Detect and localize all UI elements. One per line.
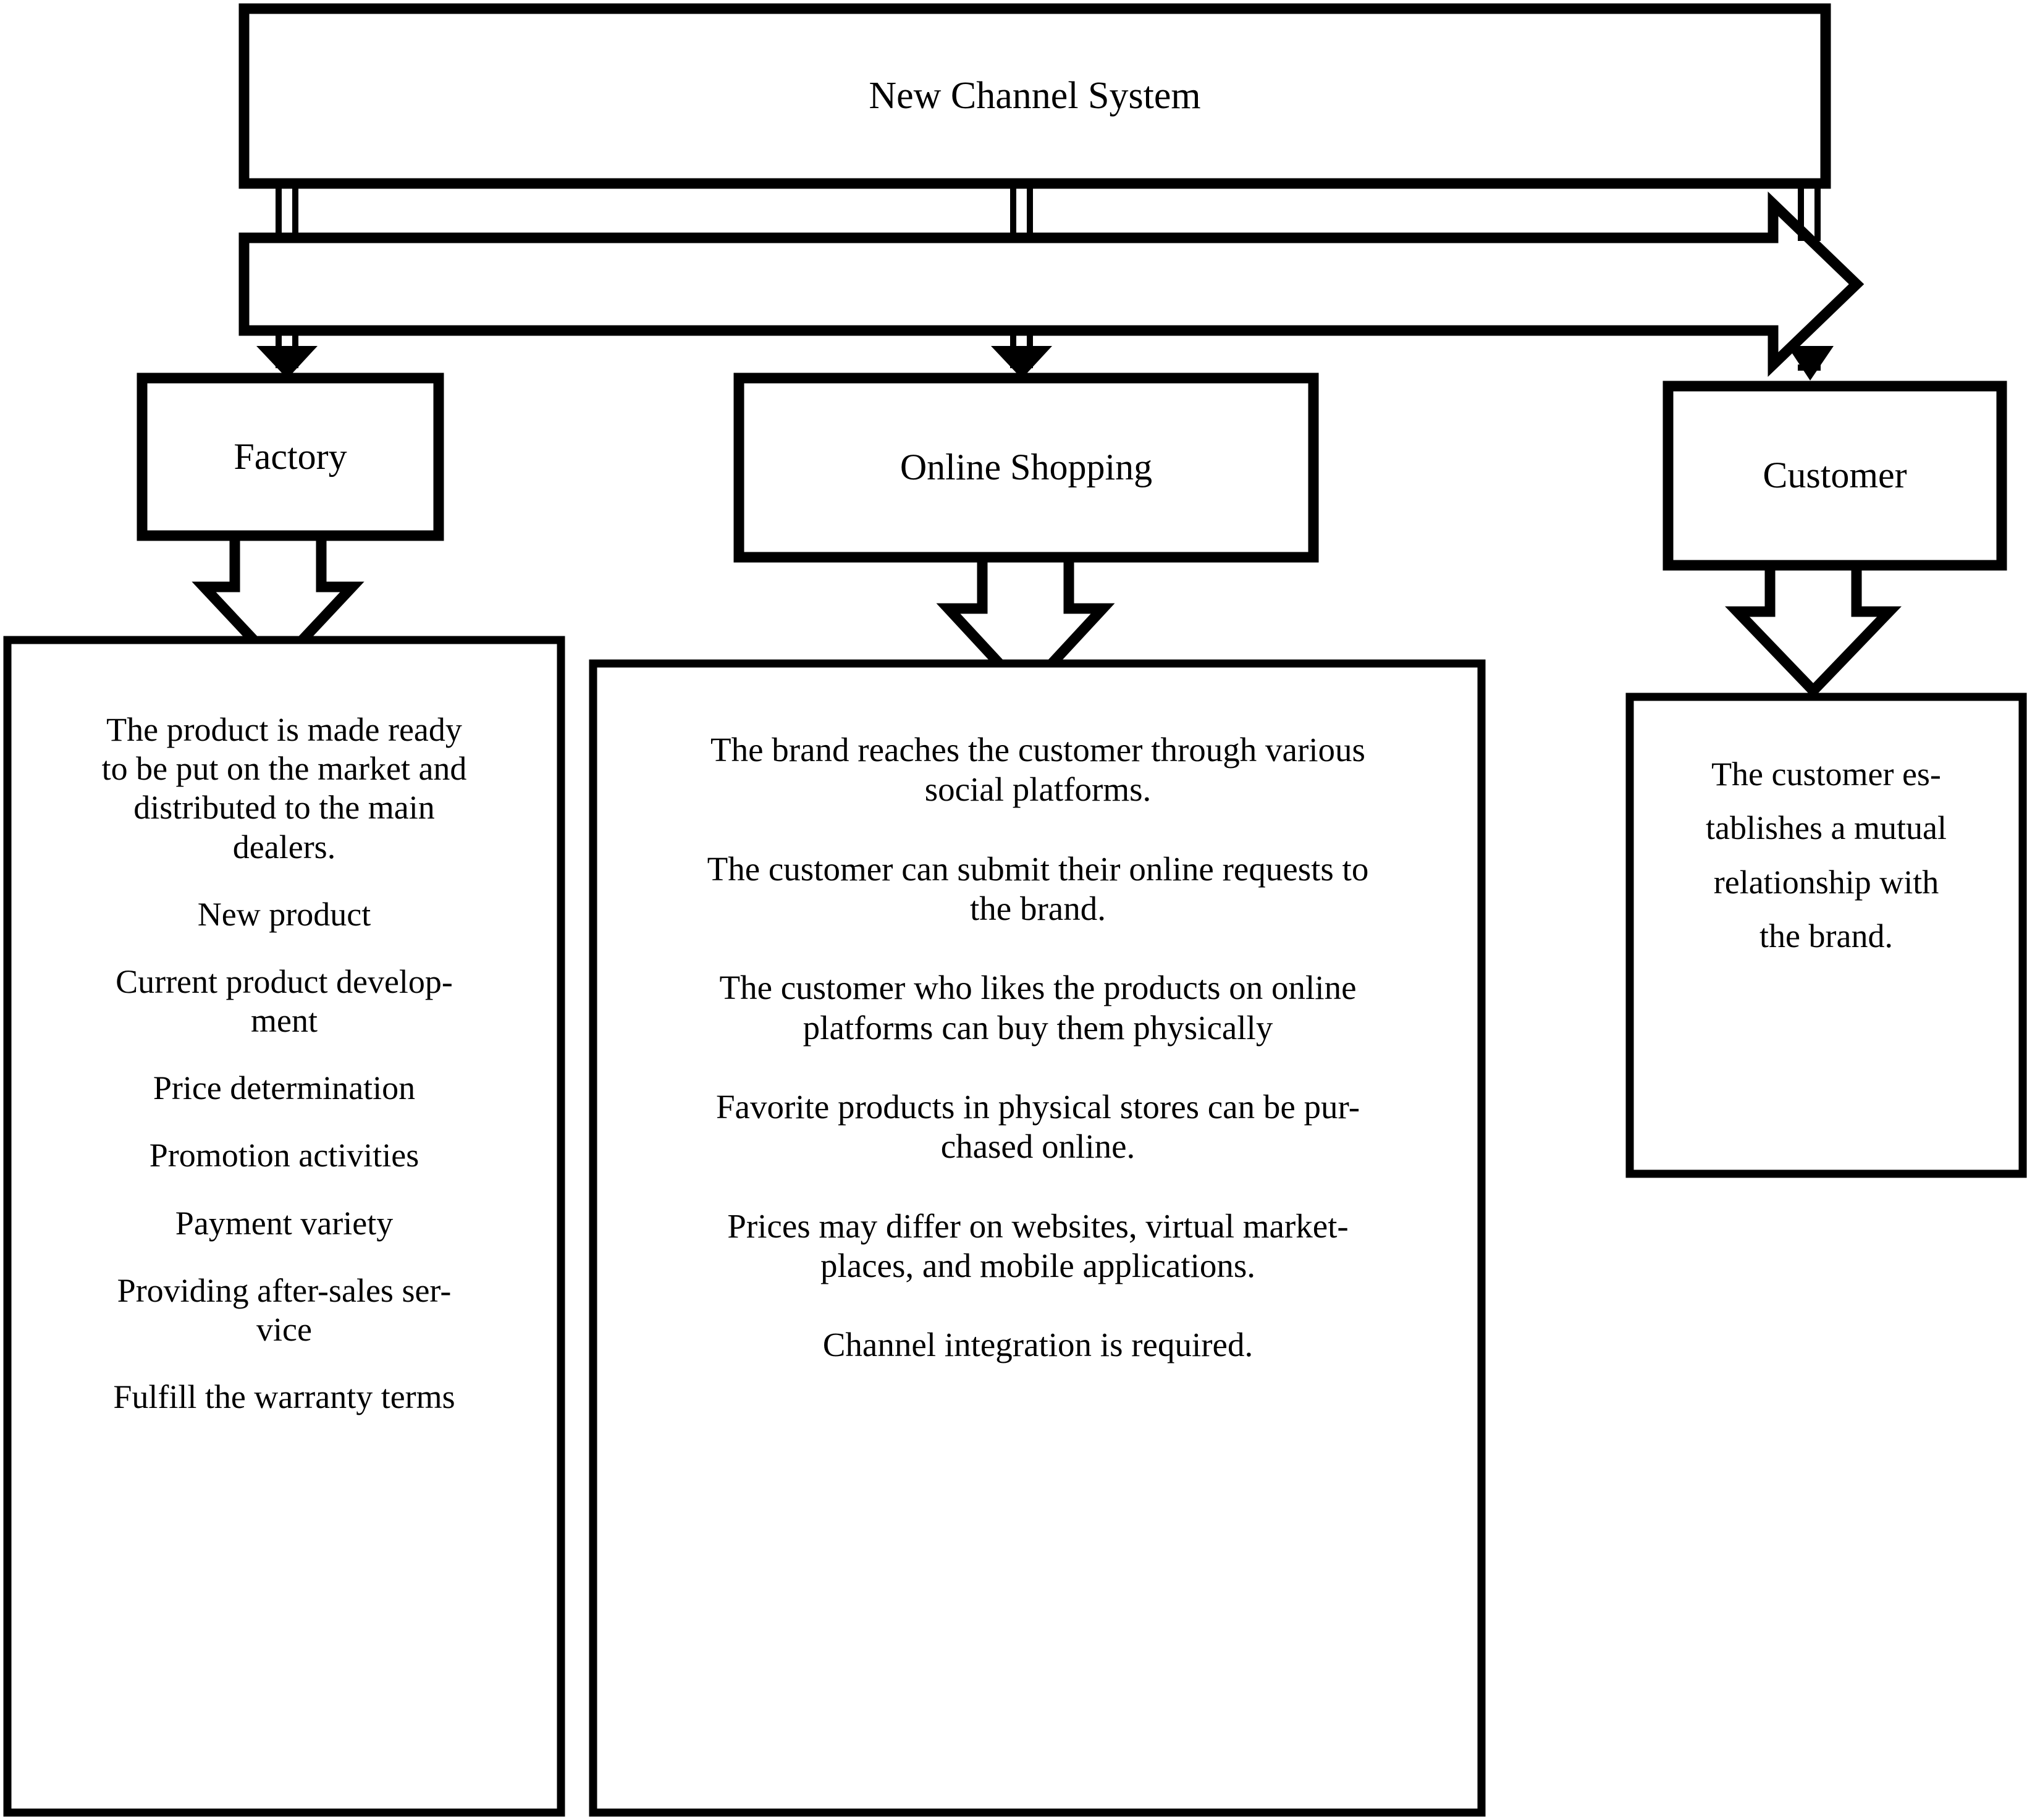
arrow-bar-to-online-shopping [991, 331, 1052, 379]
broad-horizontal-arrow-shape [238, 192, 1865, 377]
list-item: Payment variety [175, 1204, 394, 1242]
list-item: Fulfill the warranty terms [113, 1378, 455, 1416]
arrow-bar-to-customer [1787, 346, 1834, 381]
detail-list-online-shopping: The brand reaches the customer through v… [609, 730, 1467, 1405]
list-item: Price determination [153, 1069, 416, 1107]
list-item: The customer who likes the products on o… [719, 969, 1357, 1047]
hollow-arrow-online-to-details [936, 552, 1115, 700]
connector-title-to-bar-customer [1798, 183, 1821, 241]
list-item: The product is made ready to be put on t… [101, 711, 467, 866]
list-item: Providing after-sales ser- vice [117, 1271, 452, 1348]
hollow-arrow-customer-to-details [1725, 560, 1902, 699]
connector-title-to-bar-factory [276, 183, 298, 241]
arrow-bar-to-factory [256, 331, 318, 379]
list-item: Current product develop- ment [116, 963, 453, 1040]
detail-list-factory: The product is made ready to be put on t… [19, 710, 550, 1417]
list-item: Promotion activities [149, 1137, 419, 1174]
list-item: The brand reaches the customer through v… [710, 731, 1365, 809]
detail-list-customer: The customer es- tablishes a mutual rela… [1643, 748, 2009, 964]
hollow-arrow-factory-to-details [192, 530, 365, 674]
tier-label-online-shopping: Online Shopping [900, 447, 1153, 488]
tier-label-customer: Customer [1763, 455, 1907, 496]
connector-title-to-bar-online [1010, 183, 1033, 241]
list-item: The customer es- tablishes a mutual rela… [1706, 756, 1947, 955]
list-item: Prices may differ on websites, virtual m… [727, 1207, 1349, 1285]
tier-label-factory: Factory [234, 436, 347, 477]
list-item: The customer can submit their online req… [707, 849, 1369, 928]
list-item: New product [197, 895, 371, 933]
list-item: Channel integration is required. [822, 1326, 1254, 1364]
page-title: New Channel System [869, 74, 1201, 117]
list-item: Favorite products in physical stores can… [715, 1088, 1360, 1166]
